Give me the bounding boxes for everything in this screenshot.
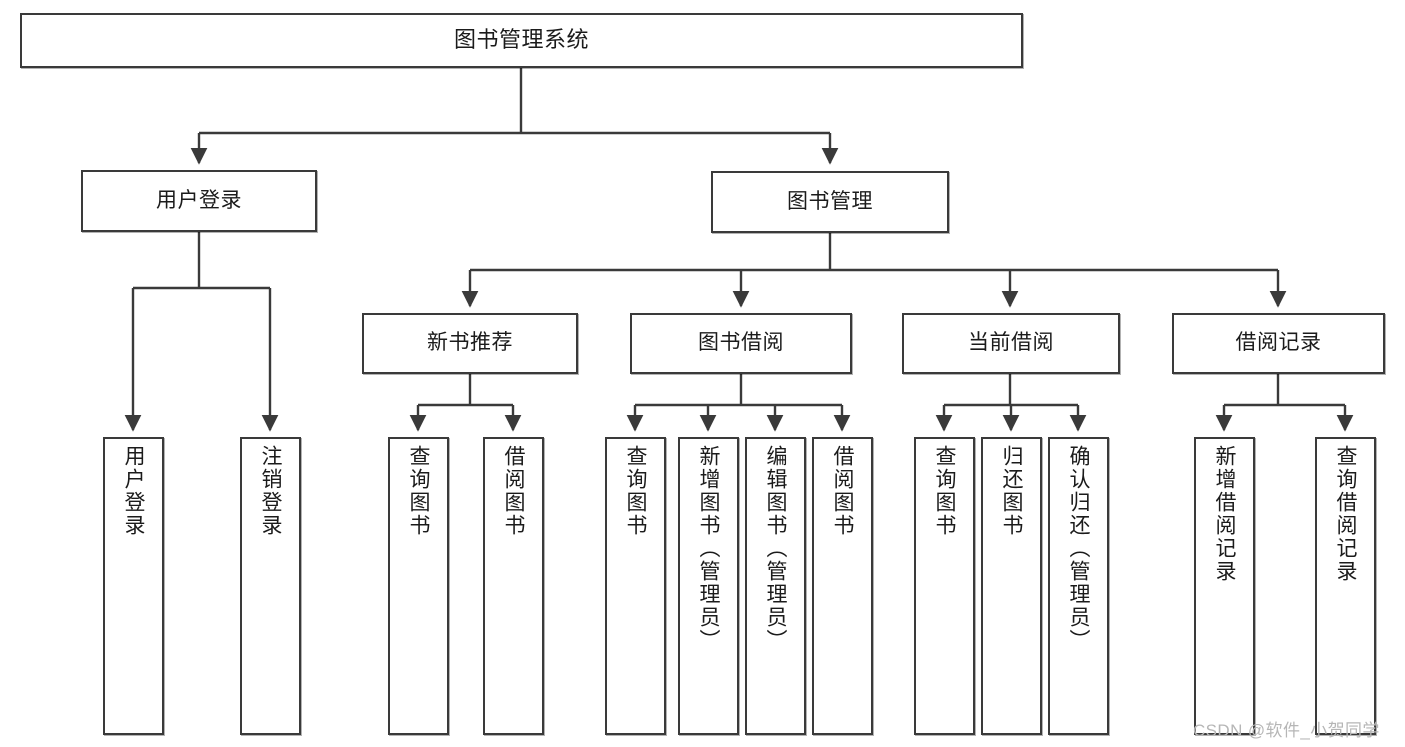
node-leaf-borrow-books[interactable]: 借阅图书 <box>812 437 873 735</box>
node-leaf-query-books-newbook[interactable]: 查询图书 <box>388 437 449 735</box>
node-leaf-add-book-admin[interactable]: 新增图书（管理员） <box>678 437 739 735</box>
node-leaf-query-books-current[interactable]: 查询图书 <box>914 437 975 735</box>
node-label: 新增图书（管理员） <box>697 445 720 652</box>
node-label: 借阅图书 <box>502 445 525 537</box>
node-book-management[interactable]: 图书管理 <box>711 171 949 233</box>
node-leaf-logout[interactable]: 注销登录 <box>240 437 301 735</box>
node-current-borrowing[interactable]: 当前借阅 <box>902 313 1120 374</box>
node-label: 编辑图书（管理员） <box>764 445 787 652</box>
node-label: 图书借阅 <box>698 331 784 355</box>
node-label: 借阅记录 <box>1235 331 1322 355</box>
node-label: 图书管理 <box>787 189 873 213</box>
node-book-borrowing[interactable]: 图书借阅 <box>630 313 852 374</box>
node-label: 查询图书 <box>624 445 647 537</box>
node-user-login[interactable]: 用户登录 <box>81 170 317 232</box>
node-label: 用户登录 <box>156 188 242 212</box>
node-label: 归还图书 <box>1000 445 1023 537</box>
node-borrowing-records[interactable]: 借阅记录 <box>1172 313 1385 374</box>
node-label: 借阅图书 <box>831 445 854 537</box>
node-label: 图书管理系统 <box>453 27 589 53</box>
node-label: 新增借阅记录 <box>1213 445 1236 583</box>
node-label: 注销登录 <box>259 445 282 537</box>
node-leaf-add-borrow-record[interactable]: 新增借阅记录 <box>1194 437 1255 735</box>
node-label: 查询图书 <box>407 445 430 537</box>
node-leaf-query-books-borrow[interactable]: 查询图书 <box>605 437 666 735</box>
node-leaf-confirm-return-admin[interactable]: 确认归还（管理员） <box>1048 437 1109 735</box>
csdn-watermark: CSDN @软件_小贺同学 <box>1193 721 1380 740</box>
node-label: 确认归还（管理员） <box>1067 445 1090 652</box>
node-leaf-edit-book-admin[interactable]: 编辑图书（管理员） <box>745 437 806 735</box>
node-label: 新书推荐 <box>427 331 513 355</box>
node-label: 用户登录 <box>122 445 145 537</box>
node-label: 查询借阅记录 <box>1334 445 1357 583</box>
node-label: 当前借阅 <box>968 331 1054 355</box>
node-leaf-query-borrow-record[interactable]: 查询借阅记录 <box>1315 437 1376 735</box>
node-leaf-borrow-books-newbook[interactable]: 借阅图书 <box>483 437 544 735</box>
node-label: 查询图书 <box>933 445 956 537</box>
node-leaf-return-books[interactable]: 归还图书 <box>981 437 1042 735</box>
node-new-book-recommendation[interactable]: 新书推荐 <box>362 313 578 374</box>
node-root-book-management-system[interactable]: 图书管理系统 <box>20 13 1023 68</box>
node-leaf-user-login[interactable]: 用户登录 <box>103 437 164 735</box>
